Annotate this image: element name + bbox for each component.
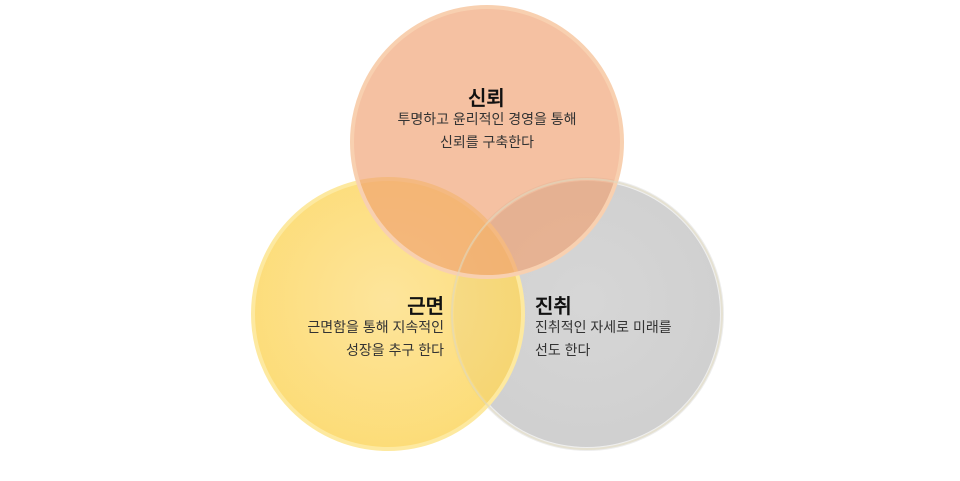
trust-line-1: 투명하고 윤리적인 경영을 통해: [397, 111, 577, 127]
progress-line-2: 선도 한다: [535, 342, 591, 358]
overlap-highlight: [451, 178, 723, 450]
trust-title: 신뢰: [468, 88, 505, 110]
diligence-line-1: 근면함을 통해 지속적인: [307, 319, 444, 335]
trust-description: 투명하고 윤리적인 경영을 통해 신뢰를 구축한다: [380, 108, 594, 154]
circle-trust: [350, 5, 624, 279]
progress-line-1: 진취적인 자세로 미래를: [535, 319, 672, 335]
progress-description: 진취적인 자세로 미래를 선도 한다: [535, 316, 672, 362]
progress-title: 진취: [535, 296, 572, 318]
diligence-line-2: 성장을 추구 한다: [346, 342, 444, 358]
diligence-description: 근면함을 통해 지속적인 성장을 추구 한다: [307, 316, 444, 362]
trust-line-2: 신뢰를 구축한다: [439, 134, 535, 150]
diligence-title: 근면: [407, 296, 444, 318]
